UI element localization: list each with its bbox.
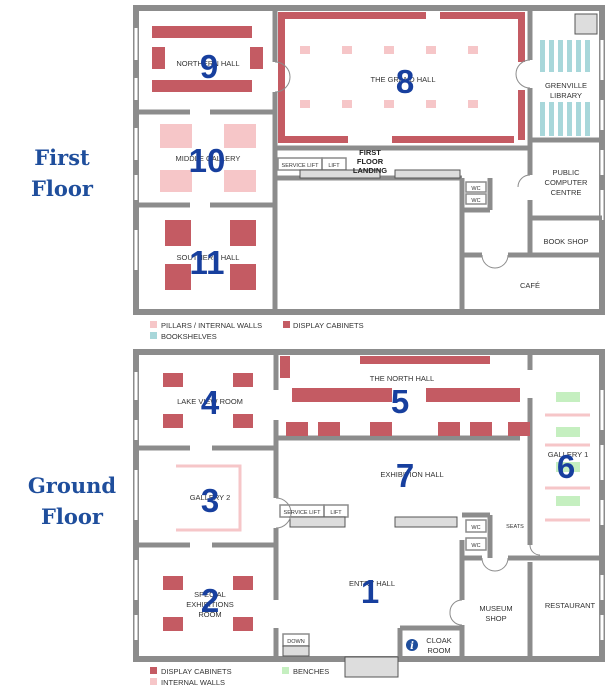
cloak-room-label-1: CLOAK [426,636,451,645]
ground-lift-label: LIFT [330,510,342,516]
ground-floor-internal-partitions [176,413,590,532]
special-label-3: ROOM [198,610,221,619]
legend-ground-cabinets-swatch [150,667,157,674]
museum-shop-label-2: SHOP [485,614,506,623]
gallery-2-label: GALLERY 2 [190,493,231,502]
first-floor-bookshelves [540,40,590,136]
room-number-2: 2 [201,582,219,619]
room-number-6: 6 [557,448,575,485]
ground-floor-doors [275,497,541,626]
lake-view-label: LAKE VIEW ROOM [177,397,243,406]
first-floor-windows-left [134,28,604,270]
room-number-9: 9 [200,48,218,85]
legend-bookshelves-label: BOOKSHELVES [161,332,217,341]
first-floor-doors [274,59,531,269]
ground-floor-benches [556,392,580,506]
ground-wc-label-b: WC [471,543,480,549]
room-number-10: 10 [189,142,226,179]
landing-label-2: FLOOR [357,157,384,166]
southern-hall-label: SOUTHERN HALL [177,253,240,262]
gallery-1-label: GALLERY 1 [548,450,589,459]
first-floor-display-cabinets [152,12,525,290]
middle-gallery-label: MIDDLE GALLERY [176,154,241,163]
first-floor-internal-walls [136,8,602,312]
ground-floor-stairs [282,516,458,678]
legend-benches-swatch [282,667,289,674]
restaurant-label: RESTAURANT [545,601,596,610]
first-floor-label: First Floor [31,145,93,201]
first-wc-label-a: WC [471,186,480,192]
entry-hall-label: ENTRY HALL [349,579,395,588]
cloak-room-label-2: ROOM [427,646,450,655]
landing-label-3: LANDING [353,166,387,175]
public-computer-label-3: CENTRE [551,188,582,197]
grenville-label-1: GRENVILLE [545,81,587,90]
room-number-1: 1 [361,573,379,610]
exhibition-hall-label: EXHIBITION HALL [380,470,443,479]
ground-wc-label-a: WC [471,525,480,531]
legend-pillars-swatch [150,321,157,328]
ground-floor-display-cabinets [163,356,530,631]
ground-service-lift-label: SERVICE LIFT [284,510,322,516]
cafe-label: CAFÉ [520,281,540,290]
grand-hall-label: THE GRAND HALL [370,75,435,84]
landing-label-1: FIRST [359,148,381,157]
grenville-label-2: LIBRARY [550,91,582,100]
room-number-3: 3 [201,482,219,519]
first-lift-label: LIFT [328,163,340,169]
first-floor-plan: NORTHERN HALL THE GRAND HALL MIDDLE GALL… [133,5,605,341]
first-floor-stairs [299,13,598,179]
first-floor-pillars [160,46,478,192]
legend-pillars-label: PILLARS / INTERNAL WALLS [161,321,262,330]
room-number-11: 11 [190,244,225,281]
ground-floor-legend: DISPLAY CABINETS INTERNAL WALLS BENCHES [150,667,329,687]
north-hall-label: THE NORTH HALL [370,374,434,383]
northern-hall-label: NORTHERN HALL [176,59,239,68]
legend-bookshelves-swatch [150,332,157,339]
legend-ground-cabinets-label: DISPLAY CABINETS [161,667,232,676]
book-shop-label: BOOK SHOP [543,237,588,246]
ground-floor-label-line2: Floor [41,504,103,529]
legend-internal-walls-label: INTERNAL WALLS [161,678,225,687]
special-label-2: EXHIBITIONS [186,600,234,609]
legend-cabinets-swatch [283,321,290,328]
info-icon [406,639,418,651]
museum-shop-label-1: MUSEUM [479,604,512,613]
legend-internal-walls-swatch [150,678,157,685]
public-computer-label-1: PUBLIC [552,168,580,177]
first-wc-label-b: WC [471,198,480,204]
seats-label: SEATS [506,524,524,530]
room-number-5: 5 [391,383,409,420]
first-service-lift-label: SERVICE LIFT [282,163,320,169]
down-label: DOWN [287,639,304,645]
legend-benches-label: BENCHES [293,667,329,676]
ground-floor-label-line1: Ground [27,473,117,498]
room-number-4: 4 [201,384,220,421]
legend-cabinets-label: DISPLAY CABINETS [293,321,364,330]
public-computer-label-2: COMPUTER [545,178,589,187]
room-number-8: 8 [396,63,414,100]
special-label-1: SPECIAL [194,590,226,599]
room-number-7: 7 [396,457,414,494]
info-icon-glyph: i [410,641,414,652]
first-floor-legend: PILLARS / INTERNAL WALLS DISPLAY CABINET… [150,321,364,341]
ground-floor-plan: i THE NORTH HALL LAKE VIEW ROOM EXHIBITI… [133,349,605,687]
